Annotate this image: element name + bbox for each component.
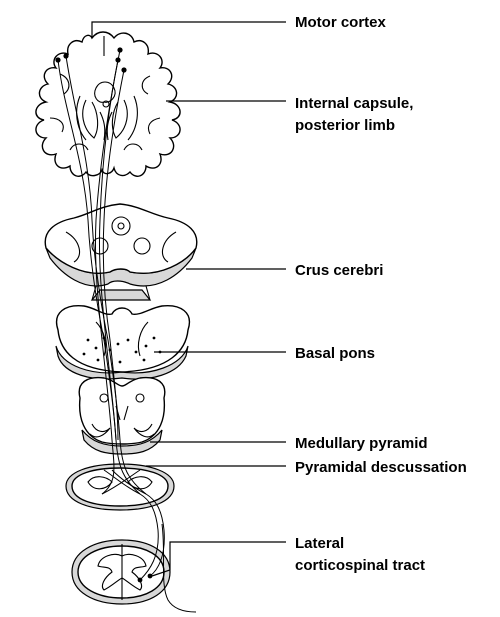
pons-outline	[55, 305, 191, 373]
leader-lateral-cst	[151, 541, 286, 577]
label-basal-pons: Basal pons	[295, 345, 375, 362]
cerebral-hemispheres-outline	[35, 31, 181, 177]
medulla-section	[78, 376, 166, 455]
leader-lines	[91, 21, 286, 577]
label-internal-capsule-line2: posterior limb	[295, 117, 395, 134]
leader-motor-cortex	[91, 21, 286, 38]
label-motor-cortex: Motor cortex	[295, 14, 387, 31]
medulla-outline	[78, 376, 166, 445]
midbrain-outline	[44, 203, 198, 274]
lateral-ventricles	[94, 81, 116, 103]
pons-section	[55, 305, 191, 380]
medullary-pyramid-band	[81, 429, 163, 455]
label-crus-cerebri: Crus cerebri	[295, 262, 383, 279]
label-medullary-pyramid: Medullary pyramid	[295, 435, 428, 452]
decussation-section	[65, 463, 175, 511]
cerebrum-section	[35, 31, 181, 177]
spinal-cord-section	[71, 539, 171, 605]
label-pyramidal-decussation: Pyramidal descussation	[295, 459, 467, 476]
brainstem-connector	[90, 285, 152, 301]
midbrain-section	[44, 203, 198, 287]
label-internal-capsule-line1: Internal capsule,	[295, 95, 413, 112]
label-lateral-cst-line2: corticospinal tract	[295, 557, 425, 574]
corticospinal-fibers	[57, 49, 197, 613]
label-lateral-cst-line1: Lateral	[295, 535, 344, 552]
labels: Motor cortex Internal capsule, posterior…	[295, 14, 467, 574]
